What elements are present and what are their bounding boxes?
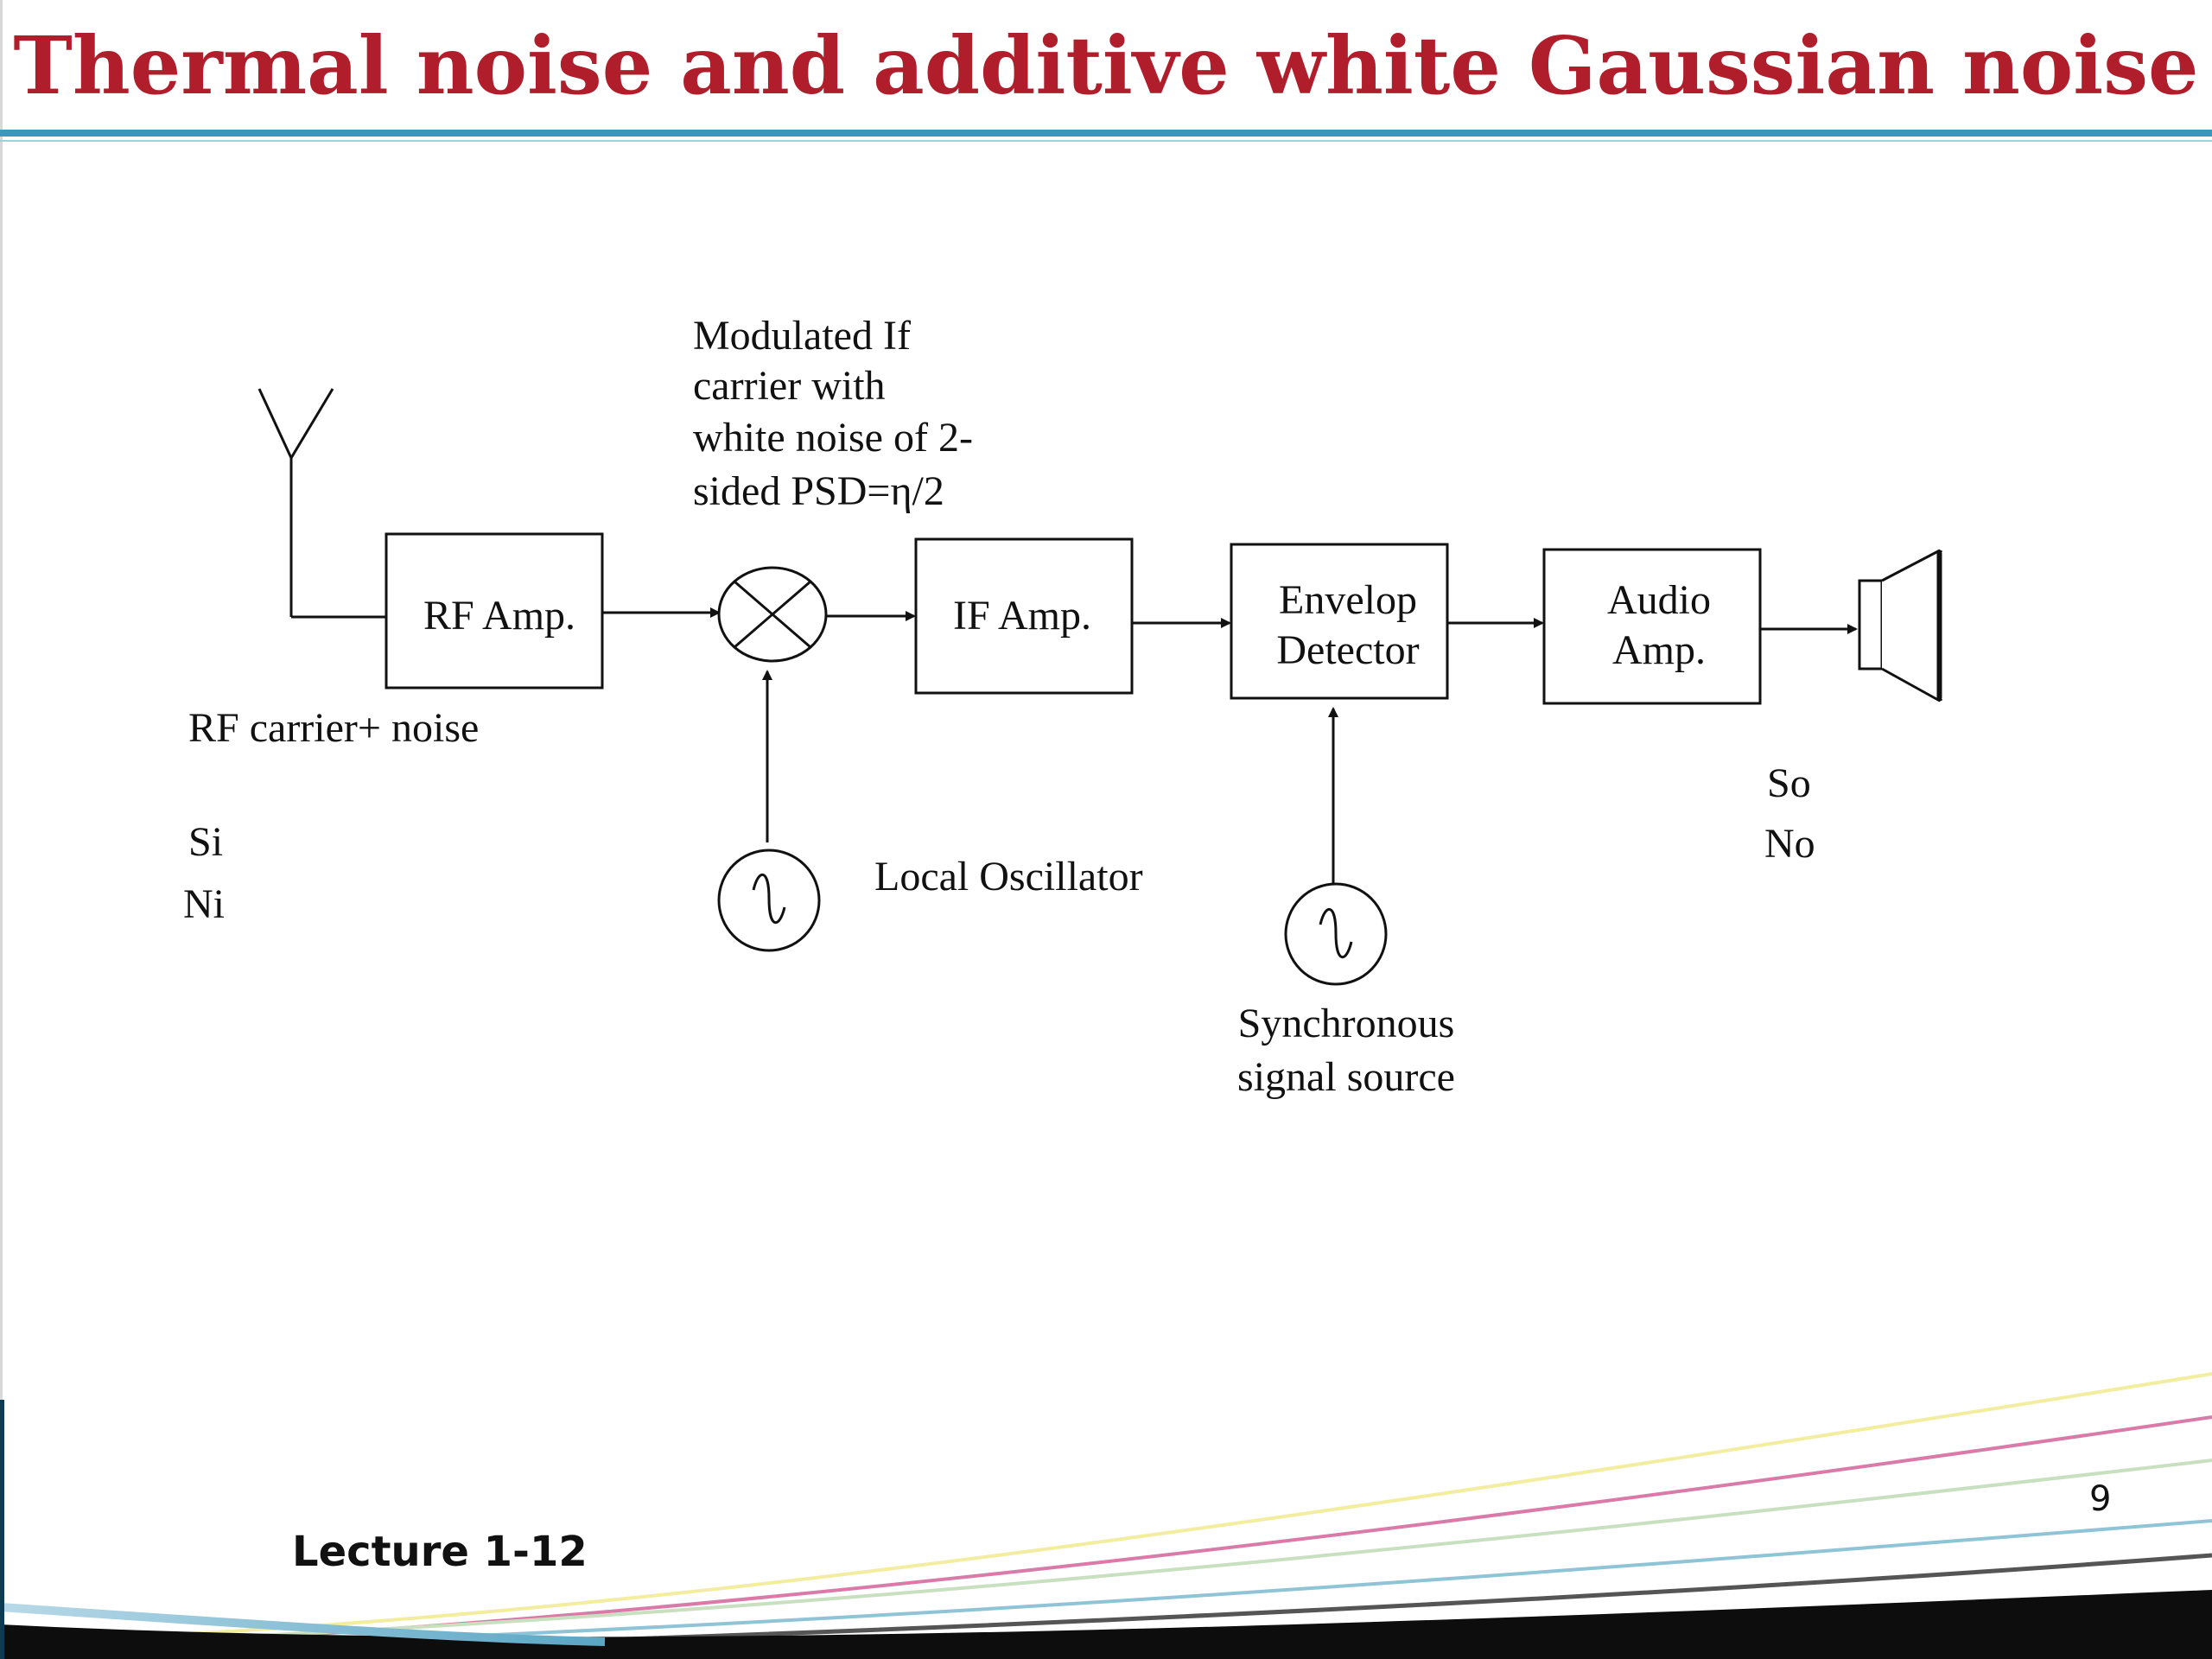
title-divider-thin xyxy=(0,140,2212,142)
modulated-if-line2: carrier with xyxy=(693,363,886,409)
synchronous-source-line1: Synchronous xyxy=(1238,1001,1455,1046)
mixer-icon xyxy=(717,566,828,663)
synchronous-source-line2: signal source xyxy=(1237,1054,1455,1100)
slide-title: Thermal noise and additive white Gaussia… xyxy=(13,19,2199,112)
no-label: No xyxy=(1764,821,1815,867)
envelop-detector-label-line2: Detector xyxy=(1276,627,1419,673)
modulated-if-annotation: Modulated If carrier with white noise of… xyxy=(693,313,973,514)
envelop-detector-block: Envelop Detector xyxy=(1230,543,1449,700)
audio-amp-block: Audio Amp. xyxy=(1542,548,1762,705)
footer-lecture-label: Lecture 1-12 xyxy=(292,1528,588,1576)
rf-carrier-noise-label: RF carrier+ noise xyxy=(188,705,479,751)
modulated-if-line1: Modulated If xyxy=(693,313,911,359)
if-amp-block: IF Amp. xyxy=(914,537,1134,695)
if-amp-label: IF Amp. xyxy=(953,593,1091,639)
sync-sine-source-icon xyxy=(1284,882,1388,986)
audio-amp-label-line1: Audio xyxy=(1607,577,1711,623)
local-oscillator-label: Local Oscillator xyxy=(874,854,1143,899)
slide-left-border xyxy=(0,0,3,1659)
modulated-if-line3: white noise of 2- xyxy=(693,415,973,461)
rf-amp-block: RF Amp. xyxy=(385,532,604,690)
sine-source-icon xyxy=(717,849,821,952)
so-label: So xyxy=(1767,760,1811,806)
audio-amp-label-line2: Amp. xyxy=(1612,627,1706,673)
modulated-if-line4: sided PSD=η/2 xyxy=(693,468,944,514)
si-label: Si xyxy=(188,819,223,865)
page-number: 9 xyxy=(2089,1479,2112,1519)
envelop-detector-label-line1: Envelop xyxy=(1279,577,1417,623)
antenna-icon xyxy=(257,388,386,619)
rf-amp-label: RF Amp. xyxy=(423,593,575,639)
ni-label: Ni xyxy=(183,881,225,927)
title-divider xyxy=(0,130,2212,137)
decorative-swoosh xyxy=(0,1372,2212,1659)
speaker-icon xyxy=(1858,549,1943,702)
